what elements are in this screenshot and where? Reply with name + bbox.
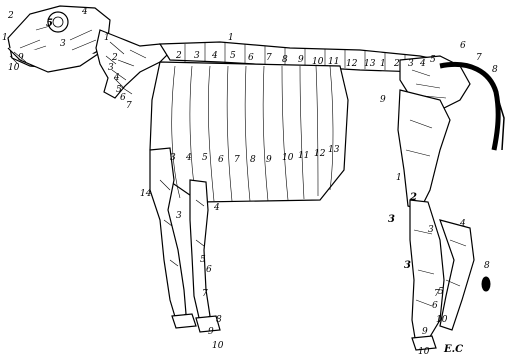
spine-label: 10 — [312, 57, 324, 67]
rib-label: 9 — [266, 155, 272, 165]
spine-label: 7 — [476, 53, 482, 63]
spine-label: 7 — [266, 53, 272, 63]
spine-label: 6 — [460, 41, 466, 51]
spine-label: 5 — [430, 55, 436, 65]
neck-label: 2 — [111, 53, 118, 63]
hindleg-label: 10 — [418, 347, 430, 357]
neck-label: 4 — [113, 73, 120, 83]
foreleg-label: 7 — [202, 289, 208, 299]
hindleg-label: 2 — [409, 192, 417, 203]
spine-label: 13 — [364, 59, 376, 69]
rib-label: 6 — [218, 155, 224, 165]
neck-label: 7 — [126, 101, 132, 111]
rib-label: 11 — [298, 151, 309, 161]
hindleg-label: 10 — [436, 315, 448, 325]
spine-label: 6 — [248, 53, 254, 63]
artist-signature: E.C — [443, 344, 463, 355]
hindleg — [398, 90, 490, 350]
spine-label: 8 — [282, 55, 288, 65]
spine-label: 12 — [346, 59, 358, 69]
skull-label-4: 4 — [81, 7, 88, 17]
rib-label: 3 — [170, 153, 176, 163]
spine-label: 4 — [211, 51, 218, 61]
spine-label: 3 — [194, 51, 200, 61]
hindleg-label: 8 — [484, 261, 490, 271]
foreleg-label: 6 — [206, 265, 212, 275]
hindleg-label: 1 — [396, 173, 402, 183]
skull-label-10: 10 — [8, 63, 20, 73]
foreleg-label: 8 — [216, 315, 222, 325]
spine-label: 11 — [328, 57, 339, 67]
foreleg-label: 4 — [213, 203, 220, 213]
spine-label: 8 — [492, 65, 498, 75]
skull-label-3: 3 — [60, 39, 66, 49]
spine-label: 2 — [175, 51, 182, 61]
neck-label: 1 — [104, 33, 110, 43]
hindleg-label: 7 — [434, 289, 440, 299]
foreleg-label: 9 — [208, 327, 214, 337]
rib-label: 4 — [185, 153, 192, 163]
skull-label-2: 2 — [7, 11, 14, 21]
spine-label: 2 — [393, 59, 400, 69]
spine-label: 9 — [298, 55, 304, 65]
rib-label: 12 — [314, 149, 326, 159]
rib-label: 7 — [234, 155, 240, 165]
hindleg-label: 6 — [432, 301, 438, 311]
skull-label-5: 5 — [46, 18, 53, 29]
hindleg-label: 3 — [428, 225, 434, 235]
spine-label: 5 — [230, 51, 236, 61]
rib-label: 8 — [250, 155, 256, 165]
neck-label: 3 — [108, 63, 114, 73]
rib-label: 5 — [202, 153, 208, 163]
spine-label: 4 — [419, 59, 426, 69]
hindleg-label: 3 — [404, 260, 411, 271]
hindleg-label: 9 — [380, 95, 386, 105]
spine-label: 1 — [380, 59, 386, 69]
skull-label-1: 1 — [2, 33, 8, 43]
hindleg-label: 3 — [388, 214, 395, 225]
skull-label-9: 9 — [18, 53, 24, 63]
rib-label: 10 — [282, 153, 294, 163]
foreleg-label: 10 — [212, 341, 224, 351]
foreleg-label: 5 — [200, 255, 206, 265]
hindleg-label: 4 — [459, 219, 466, 229]
spine-label: 3 — [408, 59, 414, 69]
foreleg-label: 3 — [176, 211, 182, 221]
foreleg-label: 14 — [140, 189, 152, 199]
spine-label: 1 — [228, 33, 234, 43]
ribcage — [150, 62, 348, 202]
hindleg-label: 9 — [422, 327, 428, 337]
rib-label: 13 — [328, 145, 340, 155]
